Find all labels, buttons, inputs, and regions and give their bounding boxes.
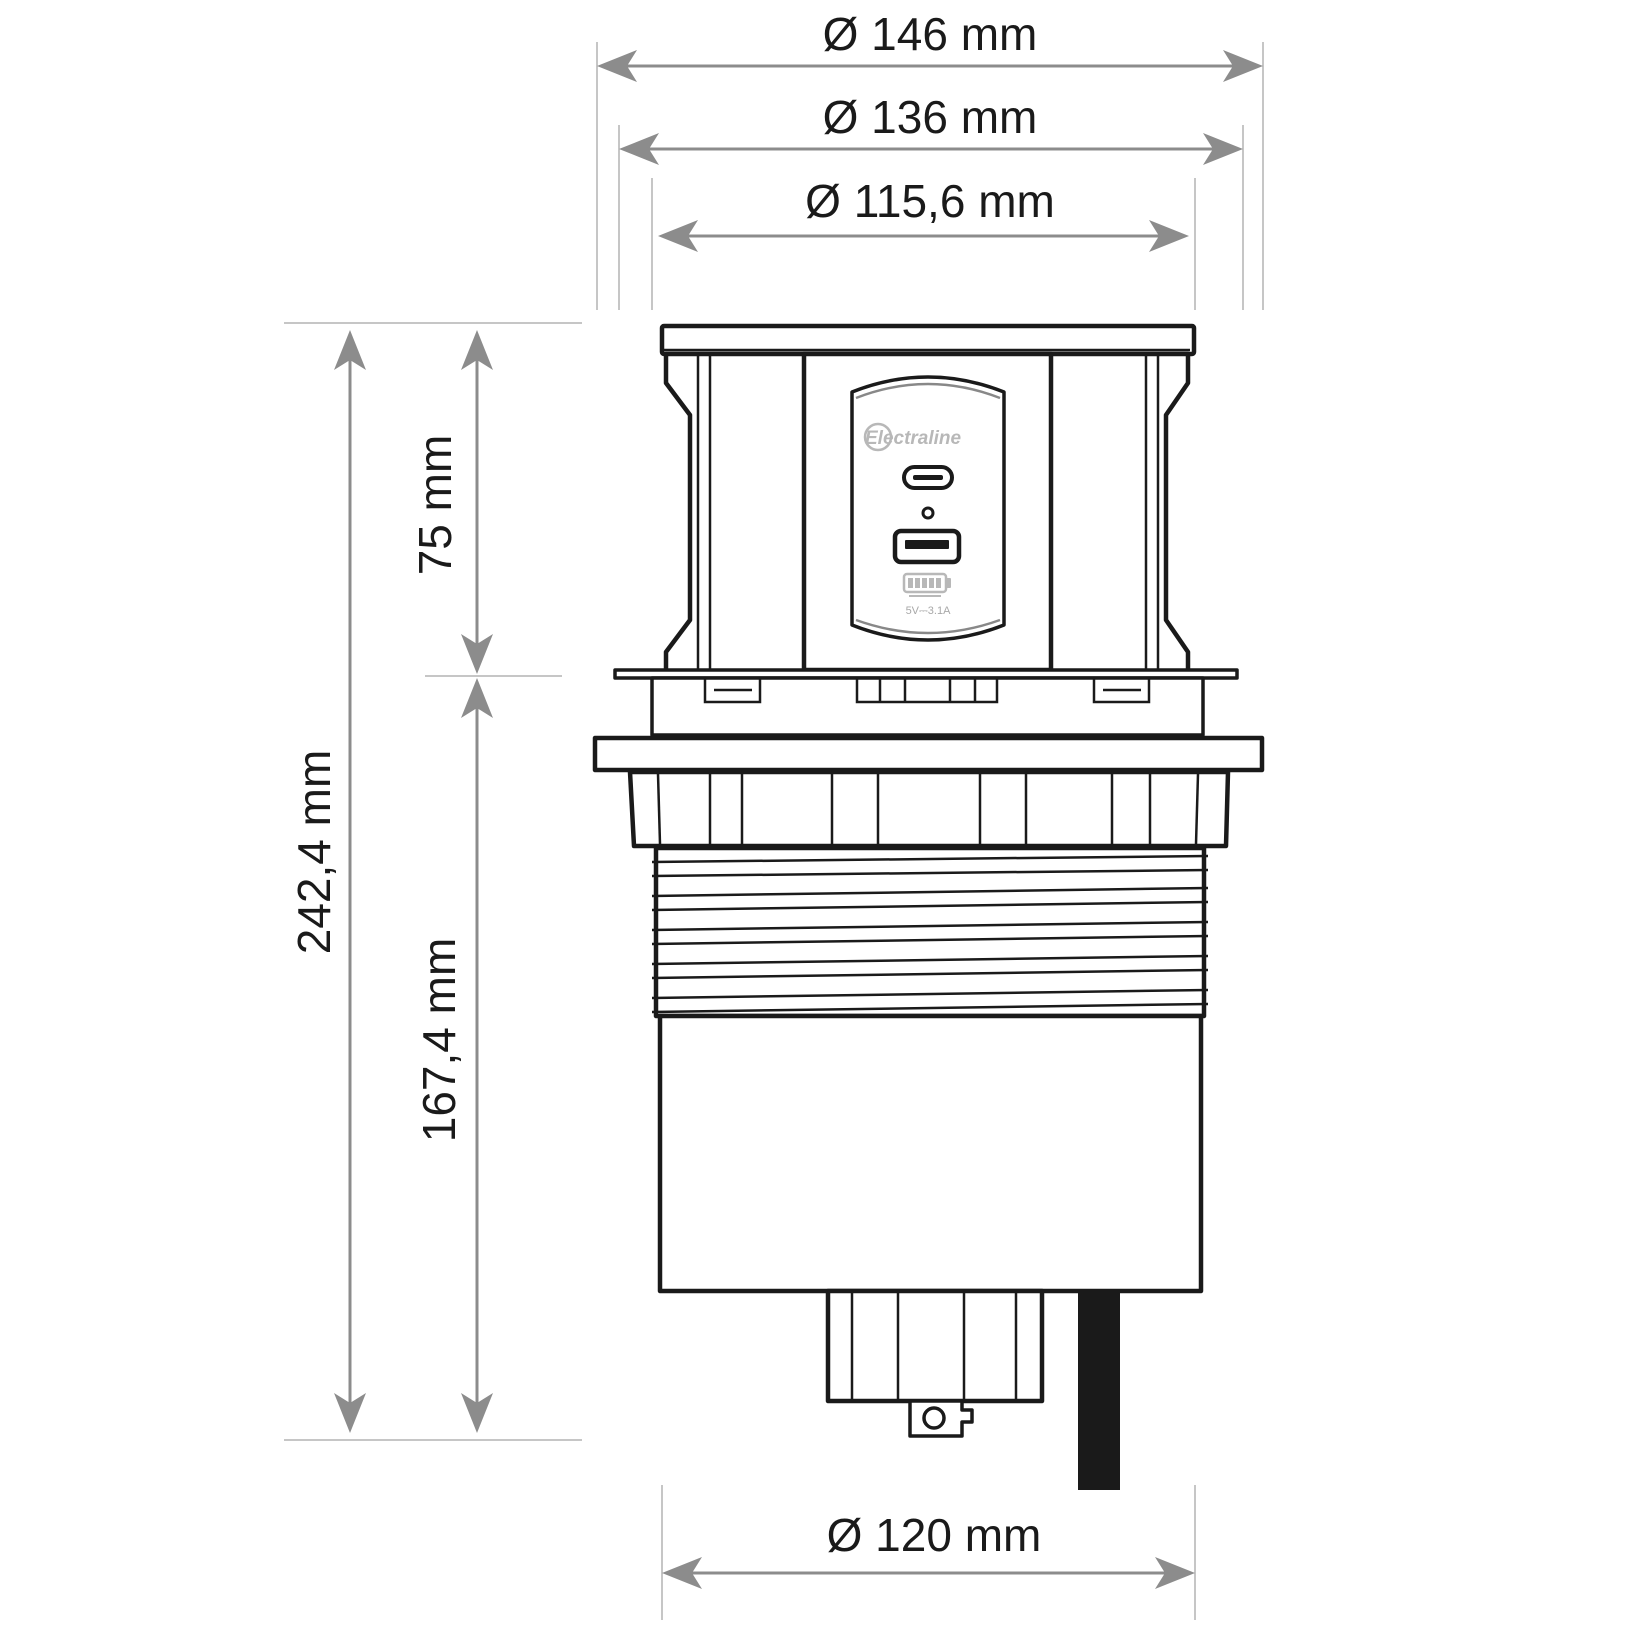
battery-icon (902, 572, 951, 597)
arrow-right-icon (1149, 220, 1189, 252)
arrow-left-icon (662, 1557, 702, 1589)
nut-ring (627, 769, 1231, 849)
dimension-total-height: 242,4 mm (284, 322, 582, 1441)
dimension-label-136: Ø 136 mm (823, 91, 1038, 143)
electraline-logo: Electraline (863, 422, 962, 452)
usb-rating-label: 5V⎓3.1A (906, 605, 952, 617)
arrow-left-icon (619, 133, 659, 165)
dimension-label-242-4: 242,4 mm (288, 750, 340, 955)
indicator-led-icon (921, 506, 935, 520)
dimension-top-outer: Ø 146 mm (596, 8, 1264, 310)
dimension-top-inner: Ø 115,6 mm (651, 175, 1196, 310)
dimension-lower-height: 167,4 mm (413, 678, 493, 1433)
arrow-left-icon (658, 220, 698, 252)
arrow-up-icon (461, 678, 493, 718)
dimension-label-115-6: Ø 115,6 mm (805, 175, 1055, 227)
dimension-top-middle: Ø 136 mm (618, 91, 1244, 310)
main-flange (592, 735, 1265, 773)
collar-flange (613, 668, 1239, 680)
arrow-down-icon (334, 1393, 366, 1433)
dimension-label-167-4: 167,4 mm (413, 938, 465, 1143)
dimension-label-120: Ø 120 mm (827, 1509, 1042, 1561)
pop-up-socket: Electraline 5V⎓3.1A (592, 323, 1265, 1490)
power-cable (1078, 1291, 1120, 1490)
dimension-upper-height: 75 mm (409, 330, 562, 677)
arrow-up-icon (334, 330, 366, 370)
arrow-right-icon (1223, 50, 1263, 82)
dimension-label-75: 75 mm (409, 435, 461, 576)
arrow-left-icon (597, 50, 637, 82)
arrow-right-icon (1203, 133, 1243, 165)
arrow-down-icon (461, 1393, 493, 1433)
collar-body (650, 676, 1205, 737)
dimension-label-146: Ø 146 mm (823, 8, 1038, 60)
thread-lines (651, 854, 1209, 1014)
usb-module: Electraline 5V⎓3.1A (850, 375, 1006, 642)
lower-housing (657, 1013, 1204, 1294)
brand-name: Electraline (865, 428, 962, 449)
arrow-right-icon (1155, 1557, 1195, 1589)
arrow-down-icon (461, 634, 493, 674)
connector-block (825, 1288, 1045, 1404)
arrow-up-icon (461, 330, 493, 370)
dimension-bottom: Ø 120 mm (661, 1485, 1196, 1620)
